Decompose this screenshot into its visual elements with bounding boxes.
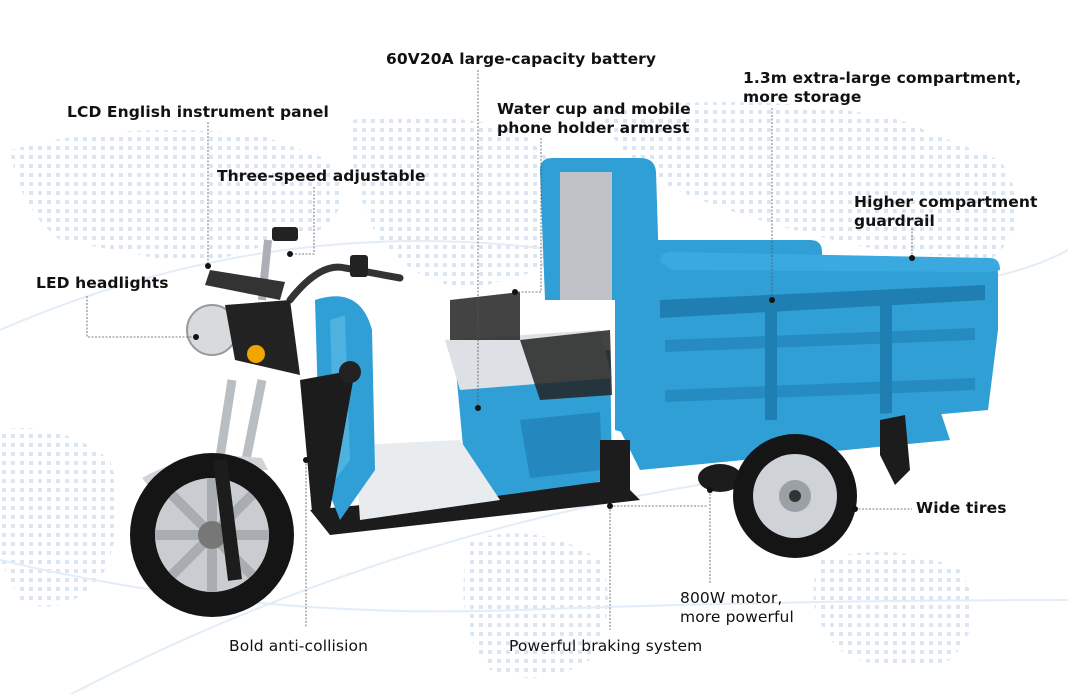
- callout-motor-line-2: more powerful: [680, 608, 794, 626]
- callout-motor-line-1: 800W motor,: [680, 589, 783, 607]
- callout-anti-collision-text: Bold anti-collision: [229, 637, 369, 655]
- callout-armrest: Water cup and mobile phone holder armres…: [497, 100, 691, 138]
- callout-braking: Powerful braking system: [509, 637, 702, 656]
- callout-armrest-line-1: Water cup and mobile: [497, 100, 691, 118]
- callout-lcd-panel-text: LCD English instrument panel: [67, 103, 329, 121]
- callout-compartment-line-2: more storage: [743, 88, 862, 106]
- callout-braking-text: Powerful braking system: [509, 637, 703, 655]
- callout-compartment-line-1: 1.3m extra-large compartment,: [743, 69, 1022, 87]
- front-wheel: [130, 453, 294, 617]
- callout-headlights-text: LED headlights: [36, 274, 169, 292]
- callout-three-speed: Three-speed adjustable: [217, 167, 426, 186]
- callout-wide-tires: Wide tires: [916, 499, 1007, 518]
- handlebar-assembly: [186, 227, 404, 375]
- callout-wide-tires-text: Wide tires: [916, 499, 1007, 517]
- rear-wheel: [733, 434, 857, 558]
- callout-armrest-line-2: phone holder armrest: [497, 119, 690, 137]
- callout-three-speed-text: Three-speed adjustable: [217, 167, 426, 185]
- cargo-compartment: [540, 158, 1000, 440]
- callout-anti-collision: Bold anti-collision: [229, 637, 368, 656]
- callout-compartment: 1.3m extra-large compartment, more stora…: [743, 69, 1021, 107]
- callout-guardrail-line-1: Higher compartment: [854, 193, 1038, 211]
- callout-guardrail: Higher compartment guardrail: [854, 193, 1037, 231]
- callout-battery-text: 60V20A large-capacity battery: [386, 50, 657, 68]
- front-fairing: [300, 296, 375, 520]
- callout-headlights: LED headlights: [36, 274, 169, 293]
- callout-guardrail-line-2: guardrail: [854, 212, 935, 230]
- callout-battery: 60V20A large-capacity battery: [386, 50, 656, 69]
- seat-and-battery-box: [445, 292, 612, 500]
- callout-lcd-panel: LCD English instrument panel: [67, 103, 329, 122]
- callout-motor: 800W motor, more powerful: [680, 589, 794, 627]
